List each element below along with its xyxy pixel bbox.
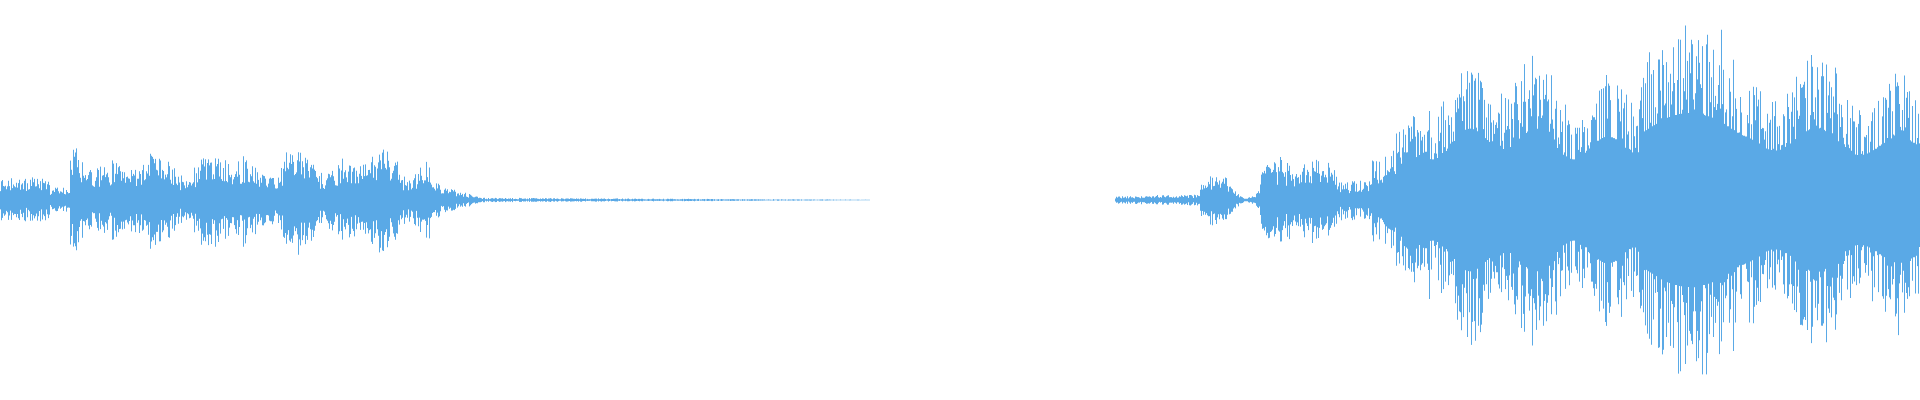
waveform-lines [0, 25, 1920, 375]
waveform-core-path [1399, 113, 1919, 287]
